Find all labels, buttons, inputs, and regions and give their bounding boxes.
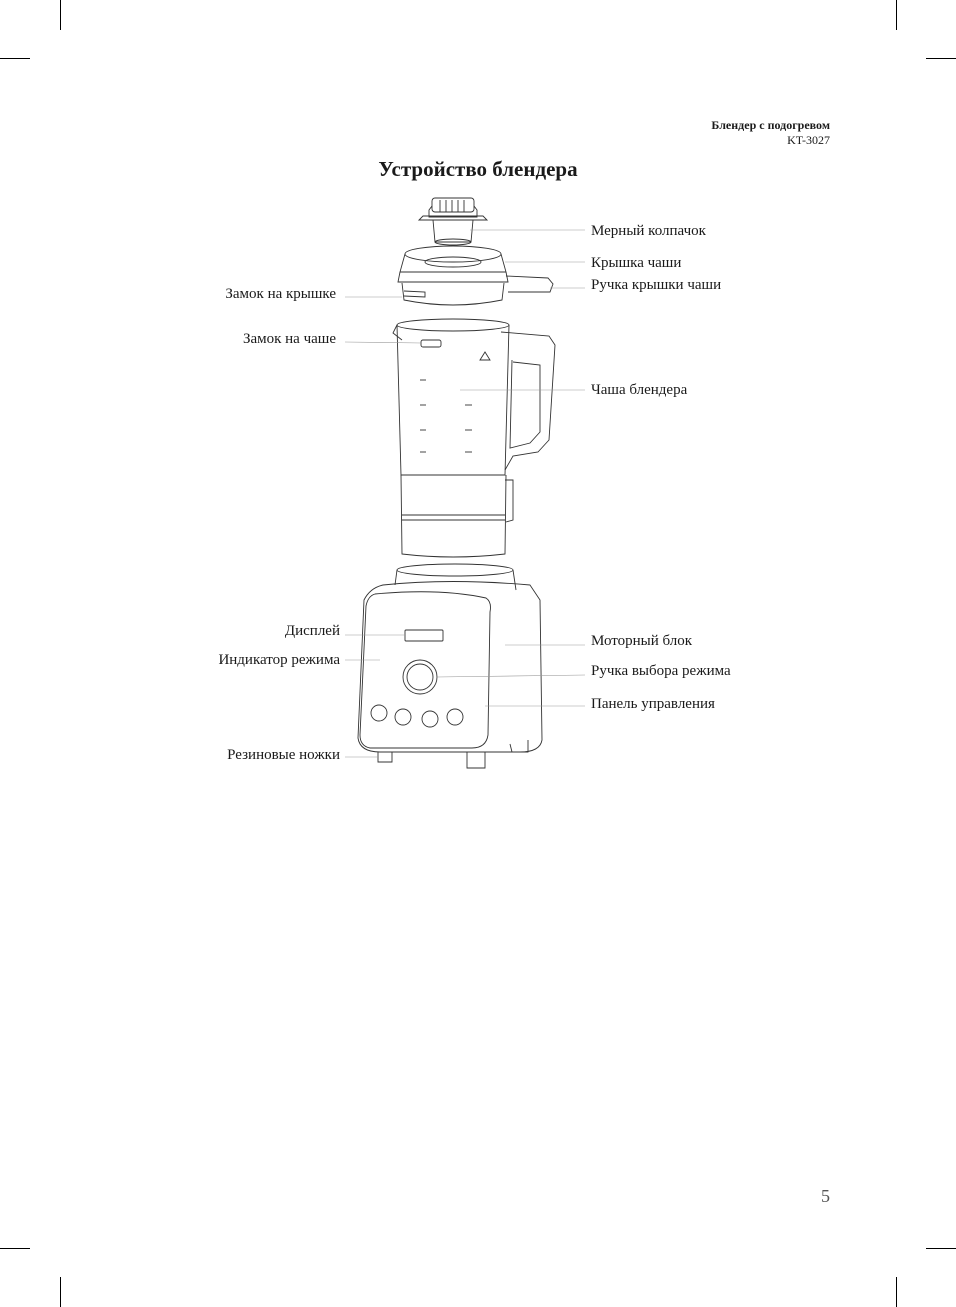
header-product: Блендер с подогревом <box>711 118 830 132</box>
crop-mark <box>0 58 30 59</box>
label-measuring-cap: Мерный колпачок <box>591 223 706 239</box>
motor-base-drawing <box>357 563 543 769</box>
label-motor-unit: Моторный блок <box>591 633 693 649</box>
leader-lines <box>344 229 586 758</box>
crop-mark <box>896 1277 897 1307</box>
label-mode-knob: Ручка выбора режима <box>591 663 731 679</box>
page-number: 5 <box>821 1186 830 1206</box>
label-lid-lock: Замок на крышке <box>225 286 336 302</box>
crop-mark <box>926 1248 956 1249</box>
crop-mark <box>896 0 897 30</box>
crop-mark <box>926 58 956 59</box>
label-jar-lid: Крышка чаши <box>591 255 682 271</box>
label-display: Дисплей <box>284 623 340 639</box>
label-lid-handle: Ручка крышки чаши <box>591 277 722 293</box>
crop-mark <box>60 0 61 30</box>
label-rubber-feet: Резиновые ножки <box>227 747 340 763</box>
label-control-panel: Панель управления <box>591 696 715 712</box>
label-mode-indicator: Индикатор режима <box>218 652 340 668</box>
header-model: KT-3027 <box>787 133 830 147</box>
crop-mark <box>60 1277 61 1307</box>
jar-drawing <box>392 318 556 558</box>
page-header: Блендер с подогревом KT-3027 <box>711 118 830 148</box>
measuring-cap-drawing <box>417 197 489 246</box>
jar-lid-drawing <box>397 245 554 306</box>
crop-mark <box>0 1248 30 1249</box>
page-title: Устройство блендера <box>378 157 578 181</box>
label-jar-lock: Замок на чаше <box>242 331 336 347</box>
label-jar: Чаша блендера <box>591 382 688 398</box>
